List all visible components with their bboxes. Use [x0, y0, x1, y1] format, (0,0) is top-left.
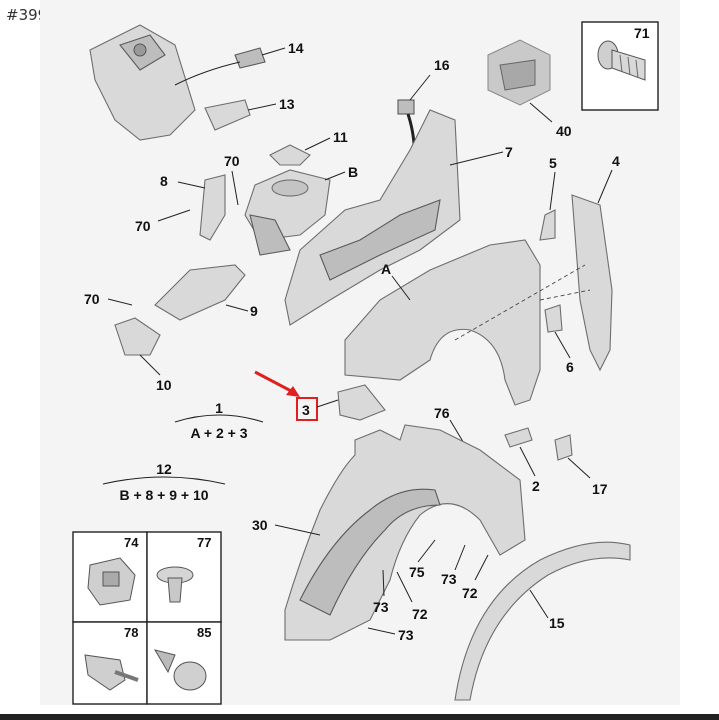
- part-7-apron: [284, 109, 461, 326]
- highlight-arrow-line: [254, 370, 294, 394]
- callout-14: 14: [288, 40, 304, 56]
- part-10-bracket: [114, 317, 161, 356]
- part-30-wheel-liner: [284, 424, 526, 641]
- part-9-lining: [154, 264, 246, 321]
- callout-73-middle: 73: [441, 571, 457, 587]
- callout-70-lower: 70: [84, 291, 100, 307]
- callout-30: 30: [252, 517, 268, 533]
- part-4-seal: [571, 194, 613, 372]
- callout-11: 11: [333, 129, 348, 145]
- part-85-screw: [153, 649, 207, 691]
- callout-13: 13: [279, 96, 295, 112]
- callout-71: 71: [634, 25, 650, 41]
- callout-75: 75: [409, 564, 425, 580]
- part-upper-bracket: [89, 24, 266, 141]
- callout-7: 7: [505, 144, 513, 160]
- callout-10: 10: [156, 377, 172, 393]
- callout-8: 8: [160, 173, 168, 189]
- callout-17: 17: [592, 481, 608, 497]
- callout-73-lower-left: 73: [373, 599, 389, 615]
- part-78-stud: [84, 654, 139, 691]
- callout-76: 76: [434, 405, 450, 421]
- callout-9: 9: [250, 303, 258, 319]
- callout-6: 6: [566, 359, 574, 375]
- part-2-bracket: [504, 427, 533, 448]
- part-3-bracket: [337, 384, 386, 421]
- callout-72-right: 72: [462, 585, 478, 601]
- assembly-1-number: 1: [215, 400, 223, 416]
- callout-70-upper: 70: [224, 153, 240, 169]
- callout-3: 3: [302, 402, 310, 418]
- callout-5: 5: [549, 155, 557, 171]
- part-74-nut-clip: [87, 557, 136, 606]
- callout-77: 77: [197, 535, 211, 550]
- callout-70-middle: 70: [135, 218, 151, 234]
- highlight-arrow-head: [286, 386, 300, 397]
- part-6-bracket: [544, 304, 563, 333]
- callout-74: 74: [124, 535, 139, 550]
- part-8-bracket: [199, 174, 226, 241]
- bottom-rule: [0, 714, 719, 720]
- callout-16: 16: [434, 57, 450, 73]
- assembly-12-number: 12: [156, 461, 172, 477]
- callout-4: 4: [612, 153, 620, 169]
- part-40-clip-kit: [487, 39, 551, 106]
- part-B-inner-arch: [244, 169, 331, 256]
- callout-72-lower: 72: [412, 606, 428, 622]
- callout-B: B: [348, 164, 358, 180]
- callout-2: 2: [532, 478, 540, 494]
- part-A-fender: [344, 239, 541, 406]
- callout-78: 78: [124, 625, 138, 640]
- callout-85: 85: [197, 625, 211, 640]
- callout-40: 40: [556, 123, 572, 139]
- assembly-12-formula: B + 8 + 9 + 10: [119, 487, 208, 503]
- part-11-mount: [269, 144, 311, 166]
- part-15-arch-trim: [454, 541, 631, 701]
- part-77-push-clip: [156, 566, 194, 603]
- highlight-box: [296, 397, 318, 421]
- callout-A: A: [381, 261, 391, 277]
- callout-73-bottom: 73: [398, 627, 414, 643]
- assembly-1-formula: A + 2 + 3: [190, 425, 247, 441]
- part-71-clip: [597, 40, 646, 81]
- part-17-cap: [554, 434, 573, 461]
- callout-15: 15: [549, 615, 565, 631]
- part-5-bracket: [539, 209, 556, 241]
